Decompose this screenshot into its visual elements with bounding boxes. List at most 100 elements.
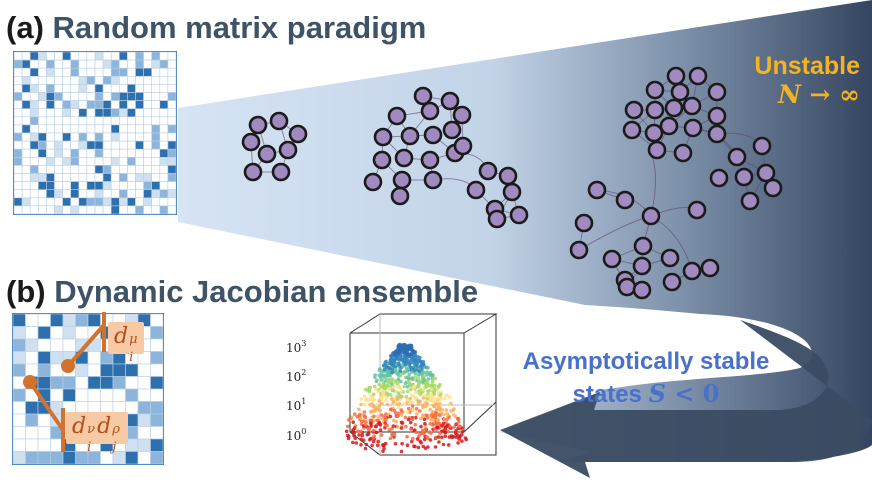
- matrix-cell: [94, 76, 104, 85]
- matrix-cell: [13, 59, 23, 69]
- matrix-cell: [159, 140, 169, 150]
- scatter-point: [409, 352, 414, 357]
- matrix-cell: [86, 205, 96, 215]
- network-node: [243, 162, 263, 182]
- matrix-cell: [46, 76, 55, 85]
- scatter-point: [456, 416, 461, 421]
- scatter-point: [373, 409, 377, 413]
- matrix-cell: [87, 376, 101, 390]
- matrix-cell: [119, 197, 128, 207]
- matrix-cell: [137, 388, 151, 402]
- scatter-point: [362, 414, 367, 418]
- scatter-point: [443, 434, 448, 439]
- scatter-point: [454, 429, 458, 433]
- matrix-cell: [12, 326, 26, 340]
- matrix-cell: [62, 338, 76, 352]
- scatter-point: [390, 388, 395, 393]
- matrix-cell: [127, 59, 136, 69]
- scatter-point: [385, 391, 389, 396]
- network-node: [248, 115, 268, 135]
- scatter-point: [384, 395, 389, 400]
- network-node: [372, 150, 392, 170]
- scatter-point: [419, 424, 423, 429]
- matrix-cell: [62, 76, 71, 85]
- scatter-point: [404, 356, 408, 360]
- matrix-cell: [151, 92, 161, 101]
- matrix-cell: [151, 76, 161, 85]
- network-node: [602, 249, 622, 269]
- scatter-point: [390, 377, 395, 382]
- network-node: [617, 277, 637, 297]
- matrix-cell: [127, 148, 136, 158]
- matrix-cell: [21, 116, 31, 126]
- scatter-point: [346, 434, 351, 439]
- scatter-point: [413, 422, 418, 427]
- matrix-cell: [127, 108, 136, 118]
- unstable-limit: N → ∞: [777, 79, 860, 109]
- matrix-cell: [37, 92, 47, 101]
- scatter-point: [433, 445, 438, 449]
- matrix-cell: [143, 76, 153, 85]
- scatter-point: [376, 407, 380, 412]
- matrix-cell: [119, 76, 128, 85]
- scatter-point: [381, 363, 386, 368]
- scatter-point: [430, 413, 435, 418]
- matrix-cell: [62, 59, 71, 69]
- matrix-cell: [75, 313, 89, 327]
- network-node: [740, 191, 760, 211]
- matrix-cell: [110, 197, 120, 207]
- scatter-point: [391, 424, 396, 428]
- scatter-point: [371, 392, 376, 397]
- matrix-cell: [159, 100, 169, 109]
- matrix-cell: [127, 92, 136, 101]
- tick-label-1e2: 102: [286, 368, 306, 384]
- matrix-cell: [37, 313, 51, 327]
- matrix-cell: [62, 197, 71, 207]
- matrix-cell: [125, 363, 139, 377]
- scatter-point: [393, 379, 398, 383]
- matrix-cell: [143, 108, 153, 118]
- scatter-point: [415, 437, 420, 441]
- scatter-point: [438, 413, 442, 418]
- matrix-cell: [62, 376, 76, 390]
- scatter-point: [431, 377, 435, 382]
- matrix-cell: [13, 197, 23, 207]
- scatter-point: [355, 414, 359, 419]
- matrix-cell: [70, 181, 80, 191]
- matrix-cell: [110, 59, 120, 69]
- scatter-point: [396, 424, 400, 429]
- matrix-cell: [37, 426, 51, 440]
- random-matrix-grid: [13, 51, 177, 215]
- scatter-point: [425, 416, 430, 420]
- matrix-cell: [21, 124, 31, 134]
- matrix-cell: [94, 140, 104, 150]
- matrix-cell: [94, 181, 104, 191]
- scatter-point: [415, 412, 419, 416]
- matrix-cell: [21, 205, 31, 215]
- matrix-cell: [110, 148, 120, 158]
- matrix-cell: [102, 76, 112, 85]
- matrix-cell: [21, 173, 31, 182]
- matrix-cell: [94, 173, 104, 182]
- matrix-cell: [21, 197, 31, 207]
- matrix-cell: [94, 116, 104, 126]
- scatter-point: [437, 421, 442, 426]
- matrix-cell: [110, 181, 120, 191]
- matrix-cell: [135, 108, 144, 118]
- scatter-point: [365, 397, 369, 401]
- matrix-cell: [159, 51, 169, 61]
- matrix-cell: [62, 165, 71, 174]
- matrix-cell: [54, 197, 63, 207]
- matrix-cell: [100, 376, 114, 390]
- scatter-point: [374, 424, 378, 429]
- matrix-cell: [135, 165, 144, 174]
- network-node: [423, 170, 443, 190]
- scatter-point: [435, 407, 439, 412]
- scatter-point: [382, 367, 387, 372]
- scatter-point: [369, 436, 373, 441]
- scatter-point: [427, 372, 432, 377]
- matrix-cell: [94, 108, 104, 118]
- scatter-point: [457, 424, 461, 428]
- matrix-cell: [37, 84, 47, 93]
